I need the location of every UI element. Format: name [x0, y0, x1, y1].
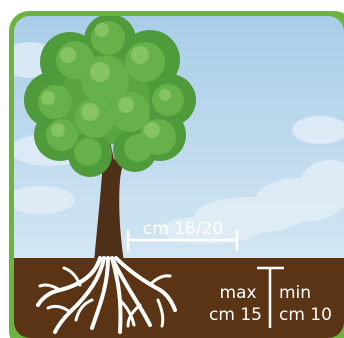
max-depth-value: cm 15: [209, 305, 262, 325]
max-depth-label: max cm 15: [209, 283, 262, 325]
spacing-label: cm 18/20: [143, 219, 223, 239]
tree-roots: [36, 256, 177, 334]
spacing-marker: [126, 230, 239, 251]
tree-canopy: [24, 16, 196, 177]
min-depth-value: cm 10: [279, 305, 332, 325]
max-depth-word: max: [220, 283, 257, 303]
min-depth-word: min: [279, 283, 311, 303]
cloud-right: [160, 116, 344, 244]
min-depth-label: min cm 10: [279, 283, 332, 325]
depth-marker: [257, 266, 284, 328]
